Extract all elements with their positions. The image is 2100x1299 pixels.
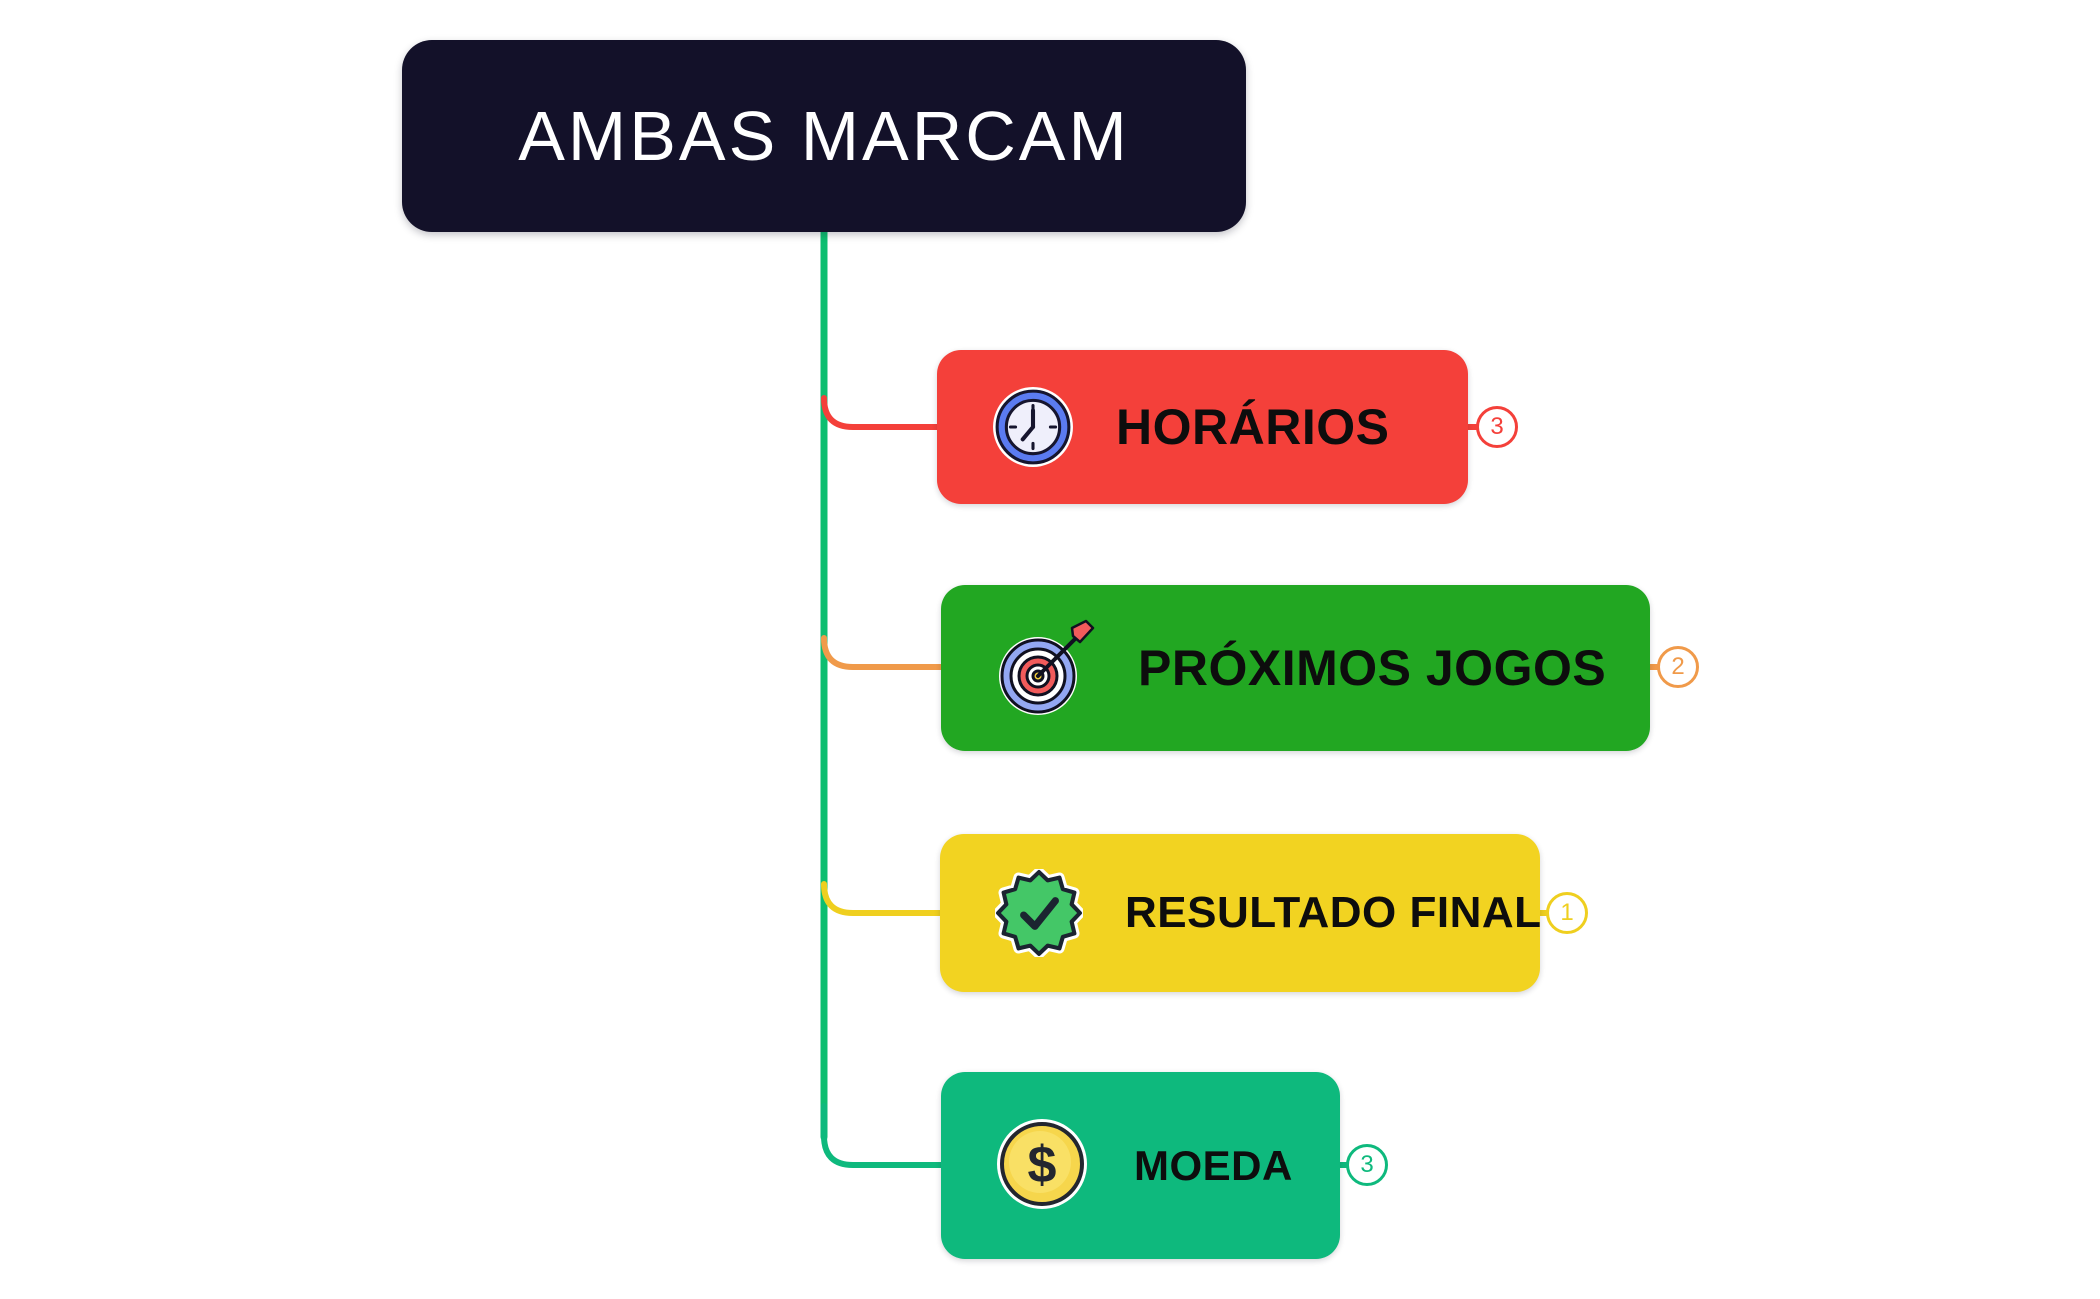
badge-value: 1 [1560, 899, 1574, 926]
badge-moeda-count[interactable]: 3 [1346, 1144, 1388, 1186]
root-node-label: AMBAS MARCAM [518, 97, 1130, 175]
seal-check-icon [995, 869, 1083, 957]
node-proximos-jogos[interactable]: PRÓXIMOS JOGOS [941, 585, 1650, 751]
badge-horarios-count[interactable]: 3 [1476, 406, 1518, 448]
coin-icon: $ [996, 1118, 1092, 1214]
clock-icon [992, 386, 1074, 468]
badge-proximos-jogos-count[interactable]: 2 [1657, 646, 1699, 688]
node-label: RESULTADO FINAL [1125, 888, 1542, 937]
node-moeda[interactable]: $ MOEDA [941, 1072, 1340, 1259]
node-label: HORÁRIOS [1116, 399, 1390, 455]
dartboard-icon [996, 618, 1096, 718]
root-node[interactable]: AMBAS MARCAM [402, 40, 1246, 232]
node-label: MOEDA [1134, 1141, 1293, 1189]
badge-value: 3 [1490, 413, 1504, 440]
node-resultado-final[interactable]: RESULTADO FINAL [940, 834, 1542, 992]
badge-value: 3 [1360, 1151, 1374, 1178]
svg-text:$: $ [1028, 1136, 1057, 1194]
badge-value: 2 [1671, 653, 1685, 680]
badge-resultado-final-count[interactable]: 1 [1546, 892, 1588, 934]
node-horarios[interactable]: HORÁRIOS [937, 350, 1468, 504]
node-label: PRÓXIMOS JOGOS [1138, 640, 1607, 696]
